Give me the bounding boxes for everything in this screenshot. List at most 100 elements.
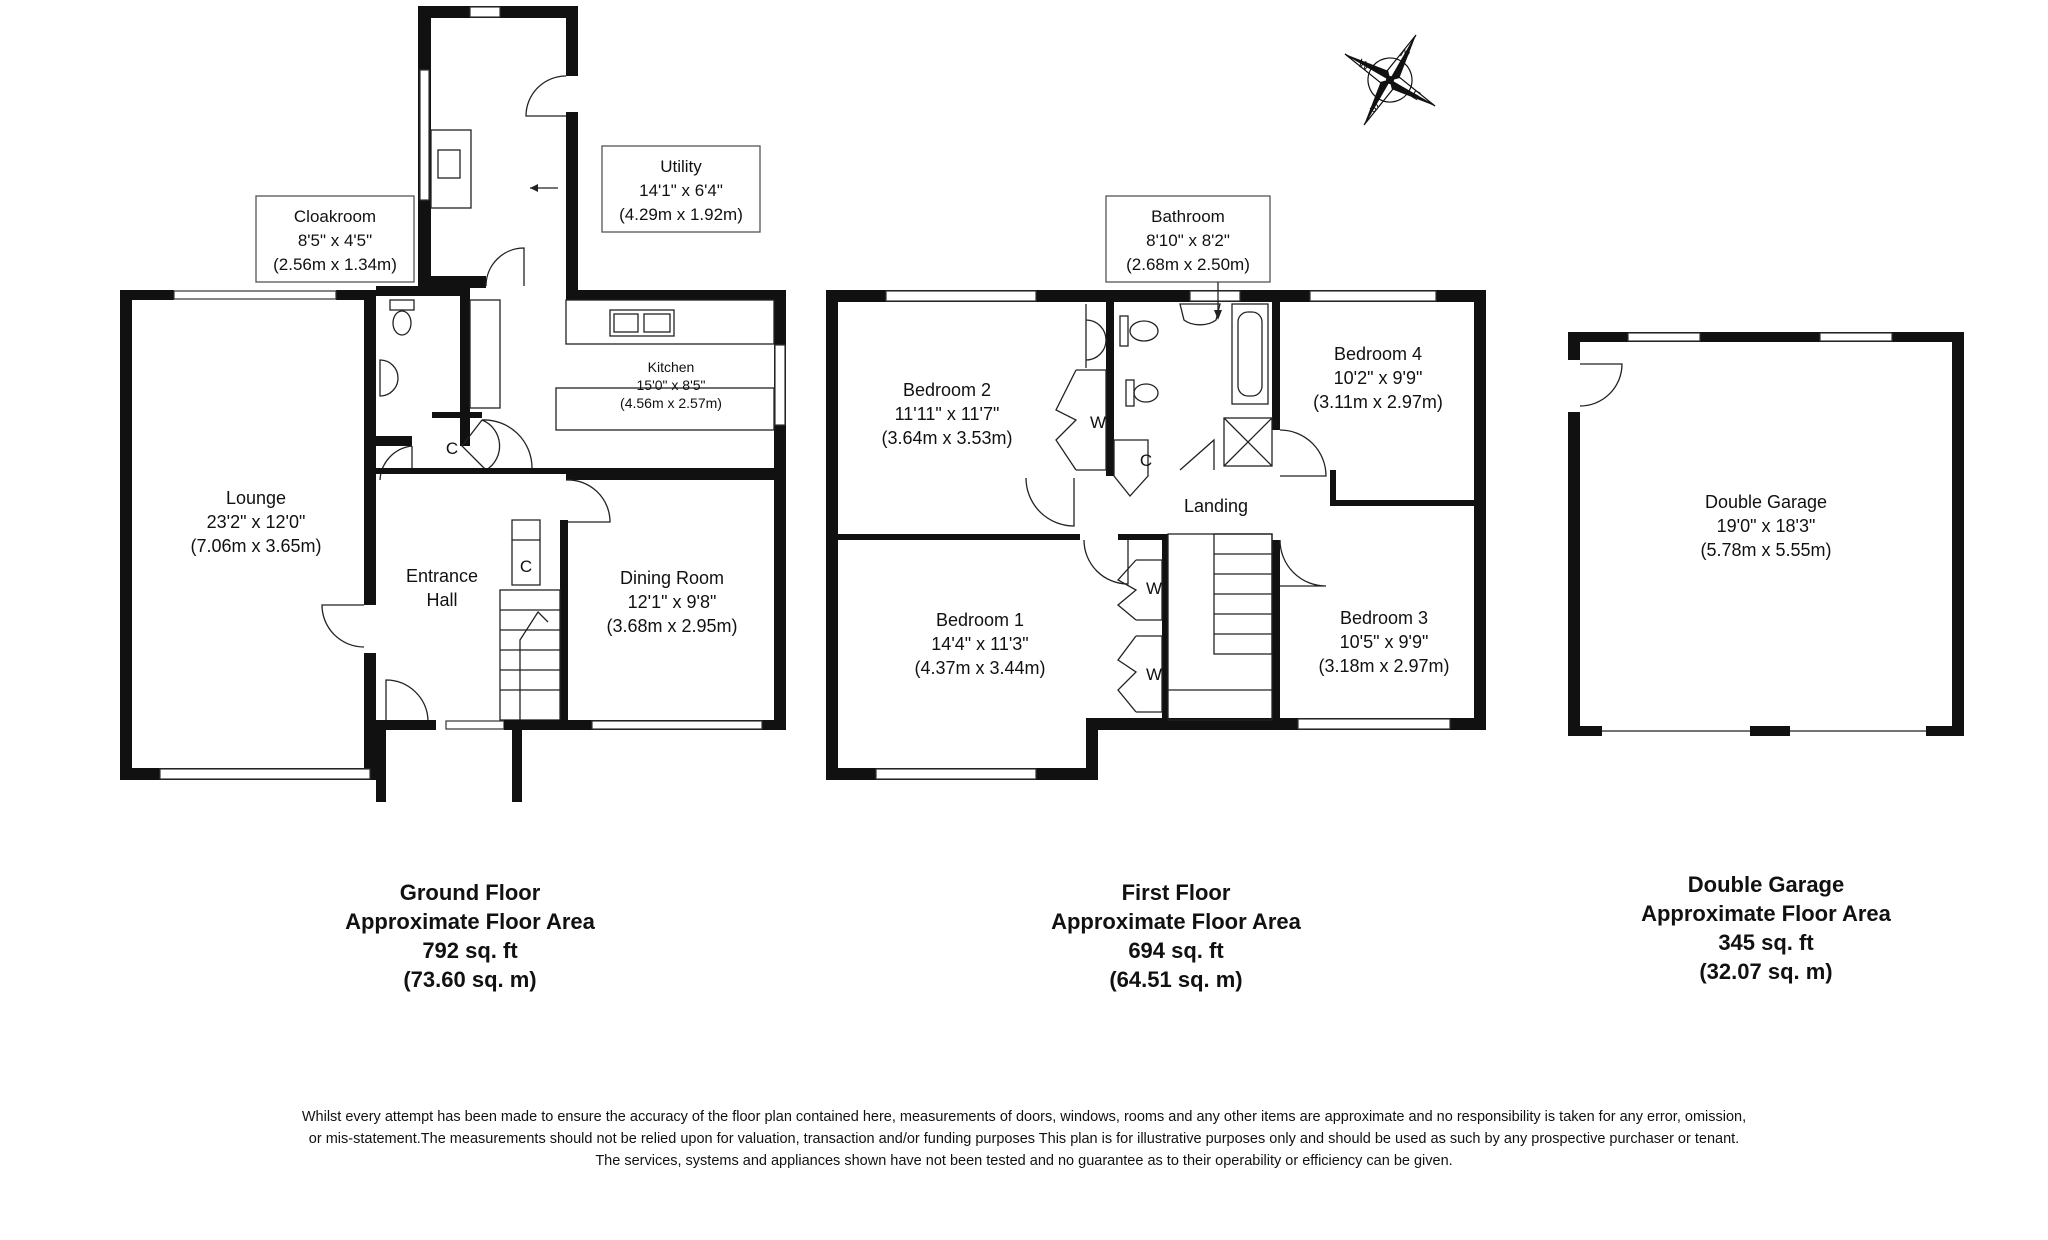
garage-window-1 <box>1627 332 1701 342</box>
garage-sqm: (32.07 sq. m) <box>1699 959 1833 984</box>
garage-metric: (5.78m x 5.55m) <box>1700 540 1831 560</box>
cloakroom-wc <box>389 299 415 336</box>
label-bedroom3: Bedroom 3 10'5" x 9'9" (3.18m x 2.97m) <box>1318 608 1449 676</box>
dining-window <box>591 720 763 730</box>
first-floor-title: First Floor <box>1121 880 1231 905</box>
lounge-top-window <box>173 290 337 300</box>
garage-side-door <box>1579 363 1623 407</box>
utility-top-window <box>469 6 501 18</box>
label-bedroom1: Bedroom 1 14'4" x 11'3" (4.37m x 3.44m) <box>914 610 1045 678</box>
garage-plan: Double Garage 19'0" x 18'3" (5.78m x 5.5… <box>1568 332 1964 736</box>
cloakroom-imperial: 8'5" x 4'5" <box>298 231 372 250</box>
first-floor-plan: Bathroom 8'10" x 8'2" (2.68m x 2.50m) Be… <box>826 195 1486 780</box>
first-floor-caption: First Floor Approximate Floor Area 694 s… <box>996 878 1356 994</box>
bedroom4-metric: (3.11m x 2.97m) <box>1313 392 1443 412</box>
label-cloakroom: Cloakroom 8'5" x 4'5" (2.56m x 1.34m) <box>255 195 415 283</box>
cloakroom-basin <box>379 359 399 397</box>
garage-subtitle: Approximate Floor Area <box>1641 901 1891 926</box>
hall-unit <box>469 299 501 409</box>
garage-window-2 <box>1819 332 1893 342</box>
dining-room-imperial: 12'1" x 9'8" <box>628 592 717 612</box>
garage-sqft: 345 sq. ft <box>1718 930 1814 955</box>
entrance-hall-line1: Entrance <box>406 566 478 586</box>
lounge-door <box>321 604 365 648</box>
ground-floor-title: Ground Floor <box>399 880 541 905</box>
dining-room-name: Dining Room <box>620 568 724 588</box>
bedroom1-wardrobe-1 <box>1136 559 1163 621</box>
bedroom1-wardrobe2-label: W <box>1146 665 1162 684</box>
ground-floor-subtitle: Approximate Floor Area <box>345 909 595 934</box>
bedroom1-door <box>1083 539 1129 585</box>
bathroom-metric: (2.68m x 2.50m) <box>1126 255 1250 274</box>
kitchen-worktop <box>565 299 775 345</box>
bedroom2-window <box>885 290 1037 302</box>
utility-imperial: 14'1" x 6'4" <box>639 181 723 200</box>
label-landing: Landing <box>1184 496 1248 516</box>
bedroom1-wardrobe-2 <box>1136 635 1163 713</box>
disclaimer-line-2: or mis-statement.The measurements should… <box>308 1131 1740 1147</box>
first-floor-sqft: 694 sq. ft <box>1128 938 1224 963</box>
staircase <box>499 589 561 721</box>
bedroom4-imperial: 10'2" x 9'9" <box>1334 368 1423 388</box>
bedroom3-name: Bedroom 3 <box>1340 608 1428 628</box>
garage-title: Double Garage <box>1687 872 1845 897</box>
kitchen-name: Kitchen <box>648 359 695 375</box>
label-kitchen: Kitchen 15'0" x 8'5" (4.56m x 2.57m) <box>620 359 722 411</box>
cloakroom-name: Cloakroom <box>294 207 376 226</box>
bedroom1-metric: (4.37m x 3.44m) <box>914 658 1045 678</box>
bathroom-imperial: 8'10" x 8'2" <box>1146 231 1230 250</box>
utility-back-door <box>525 75 567 117</box>
kitchen-cupboard-label: C <box>446 439 458 458</box>
bedroom2-imperial: 11'11" x 11'7" <box>895 404 1000 424</box>
ground-floor-plan: Utility 14'1" x 6'4" (4.29m x 1.92m) Clo… <box>120 6 786 802</box>
bedroom4-window <box>1309 290 1437 302</box>
bedroom4-name: Bedroom 4 <box>1334 344 1422 364</box>
bedroom4-door <box>1279 429 1327 477</box>
label-lounge: Lounge 23'2" x 12'0" (7.06m x 3.65m) <box>190 488 321 556</box>
understairs-cupboard <box>511 519 541 540</box>
lounge-bottom-window <box>159 768 371 780</box>
bedroom2-door <box>1025 477 1075 527</box>
ground-floor-sqm: (73.60 sq. m) <box>403 967 537 992</box>
garage-imperial: 19'0" x 18'3" <box>1717 516 1816 536</box>
label-utility: Utility 14'1" x 6'4" (4.29m x 1.92m) <box>601 145 761 233</box>
kitchen-sink-icon <box>609 309 675 337</box>
utility-side-window <box>419 69 430 201</box>
bedroom2-wardrobe <box>1076 369 1107 471</box>
bedroom2-name: Bedroom 2 <box>903 380 991 400</box>
garage-caption: Double Garage Approximate Floor Area 345… <box>1586 870 1946 986</box>
bedroom2-wardrobe-label: W <box>1090 413 1106 432</box>
cloakroom-door <box>379 445 413 481</box>
label-bedroom4: Bedroom 4 10'2" x 9'9" (3.11m x 2.97m) <box>1313 344 1443 412</box>
bedroom1-imperial: 14'4" x 11'3" <box>931 634 1028 654</box>
bedroom2-metric: (3.64m x 3.53m) <box>881 428 1012 448</box>
first-floor-sqm: (64.51 sq. m) <box>1109 967 1243 992</box>
front-door <box>385 679 429 721</box>
landing-cupboard-label: C <box>1140 451 1152 470</box>
kitchen-side-window <box>774 344 786 426</box>
first-floor-staircase <box>1167 533 1273 721</box>
bedroom3-window <box>1297 718 1451 730</box>
label-double-garage: Double Garage 19'0" x 18'3" (5.78m x 5.5… <box>1700 492 1831 560</box>
bathroom-window <box>1189 290 1241 302</box>
entrance-hall-line2: Hall <box>426 590 457 610</box>
bedroom3-imperial: 10'5" x 9'9" <box>1340 632 1429 652</box>
bathroom-name: Bathroom <box>1151 207 1225 226</box>
dining-room-metric: (3.68m x 2.95m) <box>606 616 737 636</box>
disclaimer: Whilst every attempt has been made to en… <box>0 1106 2048 1172</box>
hall-cupboard-label: C <box>520 557 532 576</box>
dining-door <box>565 479 611 523</box>
landing-name: Landing <box>1184 496 1248 516</box>
utility-inner-door <box>485 247 525 287</box>
lounge-name: Lounge <box>226 488 286 508</box>
first-floor-subtitle: Approximate Floor Area <box>1051 909 1301 934</box>
cloakroom-metric: (2.56m x 1.34m) <box>273 255 397 274</box>
ground-floor-sqft: 792 sq. ft <box>422 938 518 963</box>
kitchen-imperial: 15'0" x 8'5" <box>637 377 706 393</box>
label-dining-room: Dining Room 12'1" x 9'8" (3.68m x 2.95m) <box>606 568 737 636</box>
kitchen-metric: (4.56m x 2.57m) <box>620 395 722 411</box>
bedroom1-wardrobe1-label: W <box>1146 579 1162 598</box>
bathroom-fittings <box>1085 303 1273 467</box>
landing-cupboard <box>1113 439 1149 498</box>
